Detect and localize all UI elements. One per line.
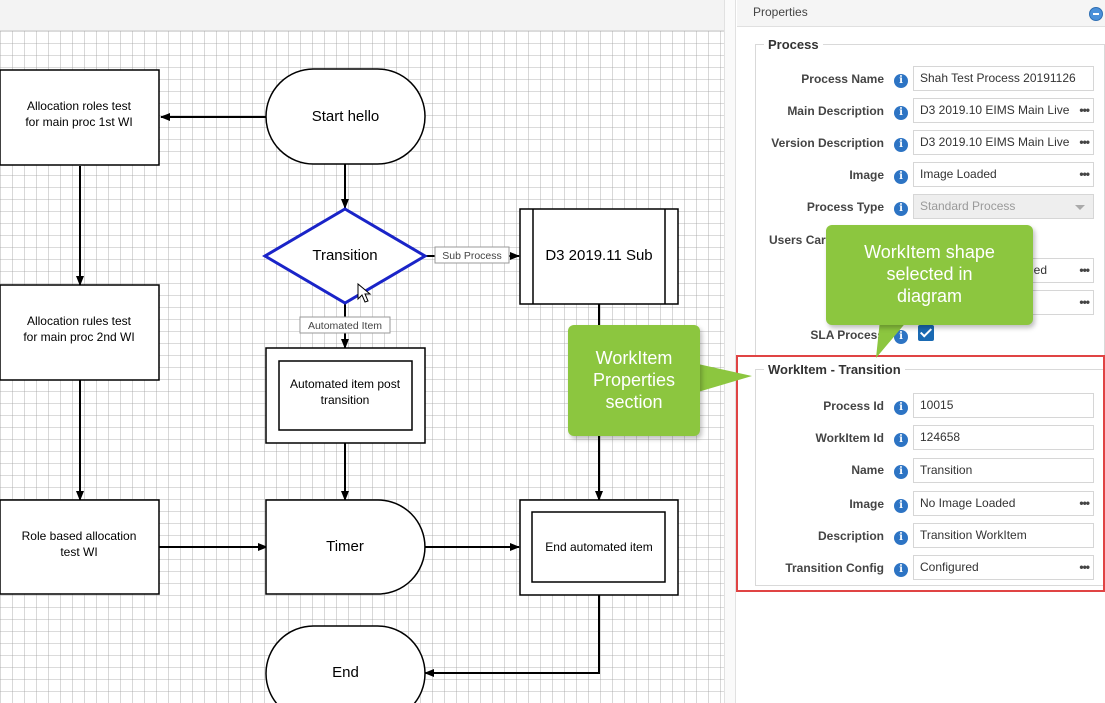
collapse-icon[interactable] xyxy=(1089,7,1103,21)
process-type-info-icon[interactable]: i xyxy=(894,202,908,216)
node-subprocess-label: D3 2019.11 Sub xyxy=(545,247,652,264)
node-start-label: Start hello xyxy=(312,108,380,125)
callout-section-line-2: Properties xyxy=(592,370,676,390)
callout-shape-line-2: selected in xyxy=(886,264,973,284)
process-id-label: Process Id xyxy=(823,399,884,413)
node-end-automated[interactable]: End automated item xyxy=(519,499,679,596)
process-name-label: Process Name xyxy=(801,72,884,86)
process-id-value: 10015 xyxy=(920,398,954,412)
process-type-label: Process Type xyxy=(806,200,884,214)
edge-label-automated-item-text: Automated Item xyxy=(308,320,382,332)
callout-workitem-shape: WorkItem shape selected in diagram xyxy=(826,225,1033,325)
callout-workitem-section: WorkItem Properties section xyxy=(568,325,700,436)
node-subprocess[interactable]: D3 2019.11 Sub xyxy=(519,208,679,305)
workitem-image-value: No Image Loaded xyxy=(920,496,1016,510)
main-description-field[interactable]: D3 2019.10 EIMS Main Live ••• xyxy=(913,98,1094,123)
more-options-icon[interactable]: ••• xyxy=(1079,103,1090,117)
workitem-description-label: Description xyxy=(817,529,884,543)
workitem-image-field[interactable]: No Image Loaded ••• xyxy=(913,491,1094,516)
main-description-value: D3 2019.10 EIMS Main Live xyxy=(920,103,1070,117)
process-image-field[interactable]: Image Loaded ••• xyxy=(913,162,1094,187)
sla-process-checkbox[interactable] xyxy=(918,325,934,341)
users-can-value: ed xyxy=(1033,263,1047,277)
node-timer[interactable]: Timer xyxy=(265,499,426,595)
mouse-cursor-icon xyxy=(357,282,372,303)
node-end-label: End xyxy=(332,664,359,681)
callout-section-line-3: section xyxy=(605,392,663,412)
workitem-id-info-icon[interactable]: i xyxy=(894,433,908,447)
process-type-value: Standard Process xyxy=(920,199,1016,213)
edge-label-sub-process[interactable]: Sub Process xyxy=(434,246,510,264)
version-description-info-icon[interactable]: i xyxy=(894,138,908,152)
workitem-description-info-icon[interactable]: i xyxy=(894,531,908,545)
workitem-name-label: Name xyxy=(851,463,884,477)
callout-shape-line-3: diagram xyxy=(896,286,963,306)
edge-label-automated-item[interactable]: Automated Item xyxy=(299,316,391,334)
more-options-icon[interactable]: ••• xyxy=(1079,295,1090,309)
process-name-field[interactable]: Shah Test Process 20191126 xyxy=(913,66,1094,91)
transition-config-value: Configured xyxy=(920,560,979,574)
version-description-value: D3 2019.10 EIMS Main Live xyxy=(920,135,1070,149)
workitem-group-title: WorkItem - Transition xyxy=(768,362,901,377)
callout-section-line-1: WorkItem xyxy=(595,348,673,368)
process-id-info-icon[interactable]: i xyxy=(894,401,908,415)
sla-process-label: SLA Process xyxy=(810,328,884,342)
edge-endauto-to-end xyxy=(424,595,600,677)
more-options-icon[interactable]: ••• xyxy=(1079,263,1090,277)
chevron-down-icon xyxy=(1075,205,1085,210)
process-group-title: Process xyxy=(768,37,819,52)
workitem-name-value: Transition xyxy=(920,463,973,477)
workitem-id-value: 124658 xyxy=(920,430,961,444)
more-options-icon[interactable]: ••• xyxy=(1079,496,1090,510)
transition-config-info-icon[interactable]: i xyxy=(894,563,908,577)
node-end[interactable]: End xyxy=(265,625,426,703)
process-image-info-icon[interactable]: i xyxy=(894,170,908,184)
process-image-value: Image Loaded xyxy=(920,167,997,181)
workitem-image-info-icon[interactable]: i xyxy=(894,499,908,513)
workitem-name-field[interactable]: Transition xyxy=(913,458,1094,483)
node-end-automated-label: End automated item xyxy=(545,540,652,554)
workitem-id-label: WorkItem Id xyxy=(815,431,884,445)
sla-process-info-icon[interactable]: i xyxy=(894,330,908,344)
node-timer-label: Timer xyxy=(326,538,364,555)
panel-splitter[interactable] xyxy=(724,0,736,703)
workitem-description-field[interactable]: Transition WorkItem xyxy=(913,523,1094,548)
edge-label-sub-process-text: Sub Process xyxy=(442,250,502,262)
version-description-label: Version Description xyxy=(771,136,884,150)
transition-config-field[interactable]: Configured ••• xyxy=(913,555,1094,580)
node-transition-selected[interactable]: Transition xyxy=(262,207,428,305)
transition-config-label: Transition Config xyxy=(785,561,884,575)
node-transition-label: Transition xyxy=(312,247,377,264)
process-name-value: Shah Test Process 20191126 xyxy=(920,71,1076,85)
process-type-select[interactable]: Standard Process xyxy=(913,194,1094,219)
main-description-label: Main Description xyxy=(787,104,884,118)
users-can-label: Users Car xyxy=(769,233,826,247)
more-options-icon[interactable]: ••• xyxy=(1079,167,1090,181)
workitem-id-field[interactable]: 124658 xyxy=(913,425,1094,450)
workitem-name-info-icon[interactable]: i xyxy=(894,465,908,479)
process-name-info-icon[interactable]: i xyxy=(894,74,908,88)
properties-title: Properties xyxy=(753,5,808,19)
more-options-icon[interactable]: ••• xyxy=(1079,560,1090,574)
canvas-toolbar-strip xyxy=(0,0,724,31)
properties-header: Properties xyxy=(737,0,1105,27)
workitem-description-value: Transition WorkItem xyxy=(920,528,1027,542)
process-id-field[interactable]: 10015 xyxy=(913,393,1094,418)
version-description-field[interactable]: D3 2019.10 EIMS Main Live ••• xyxy=(913,130,1094,155)
callout-shape-line-1: WorkItem shape xyxy=(864,242,995,262)
node-start[interactable]: Start hello xyxy=(265,68,426,165)
more-options-icon[interactable]: ••• xyxy=(1079,135,1090,149)
workitem-image-label: Image xyxy=(849,497,884,511)
process-image-label: Image xyxy=(849,168,884,182)
properties-panel: Properties Process Process Name i Shah T… xyxy=(737,0,1105,703)
main-description-info-icon[interactable]: i xyxy=(894,106,908,120)
